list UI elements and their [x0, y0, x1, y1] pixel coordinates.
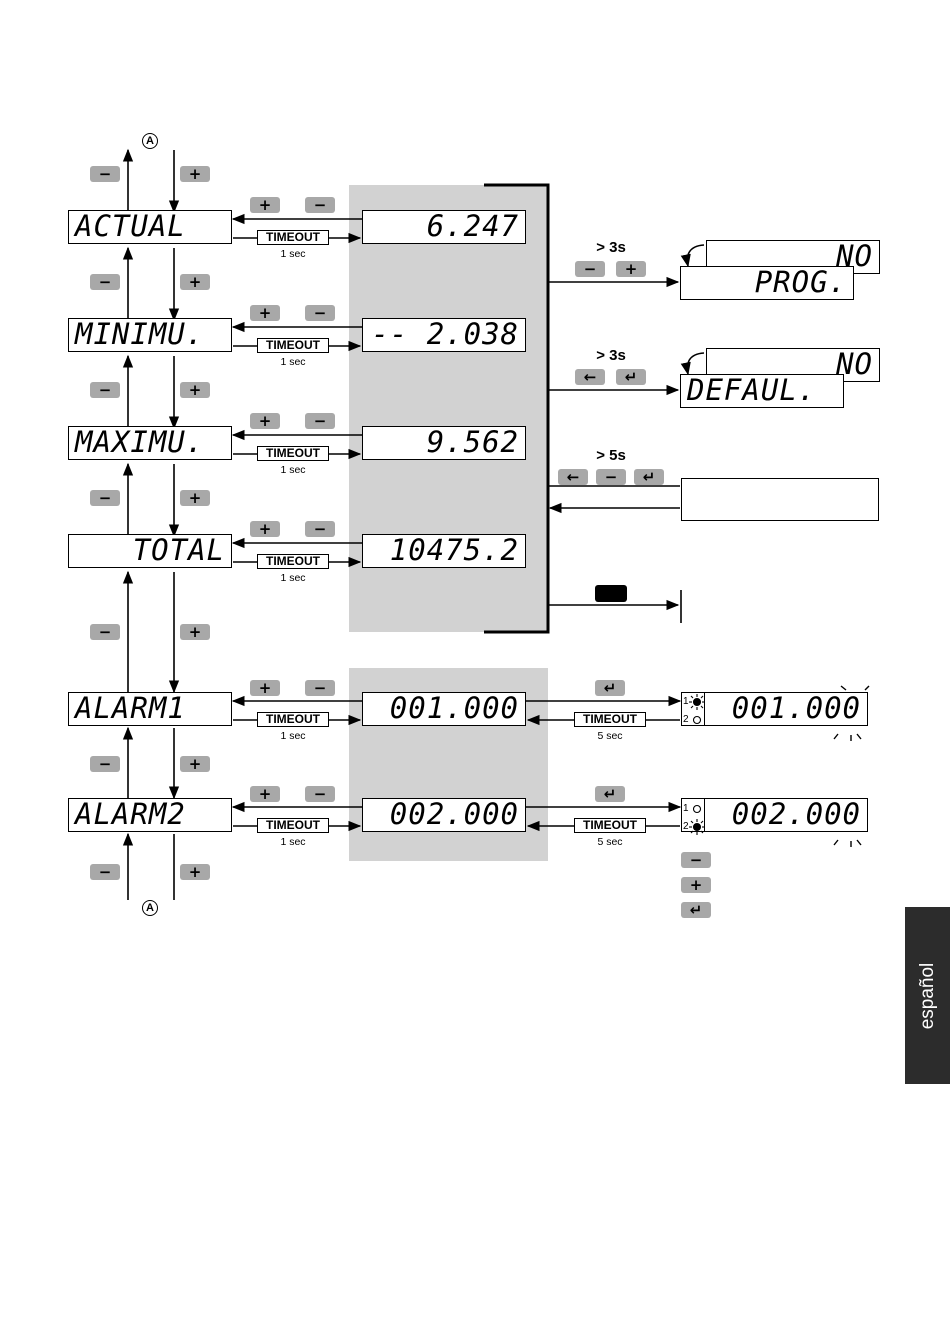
prog-display: PROG.	[680, 266, 854, 300]
hold-time-label: > 3s	[596, 347, 626, 364]
plus-button[interactable]: +	[250, 305, 280, 321]
plus-button[interactable]: +	[180, 274, 210, 290]
led-1-label: 1	[683, 803, 689, 814]
plus-button[interactable]: +	[180, 166, 210, 182]
menu-bracket	[484, 183, 550, 634]
plus-button[interactable]: +	[681, 877, 711, 893]
minus-button[interactable]: −	[90, 490, 120, 506]
timeout-box: TIMEOUT	[574, 818, 646, 833]
hold-time-label: > 5s	[596, 447, 626, 464]
plus-button[interactable]: +	[250, 521, 280, 537]
minus-button[interactable]: −	[90, 756, 120, 772]
timeout-time: 1 sec	[280, 464, 306, 476]
led-1-label: 1	[683, 696, 689, 707]
plus-button[interactable]: +	[180, 624, 210, 640]
minus-button[interactable]: −	[90, 382, 120, 398]
minus-button[interactable]: −	[681, 852, 711, 868]
black-key-button[interactable]	[595, 585, 627, 602]
minus-button[interactable]: −	[305, 197, 335, 213]
timeout-box: TIMEOUT	[257, 230, 329, 245]
minus-button[interactable]: −	[596, 469, 626, 485]
timeout-box: TIMEOUT	[257, 818, 329, 833]
led-2-label: 2	[683, 821, 689, 832]
label-display-actual: ACTUAL	[68, 210, 232, 244]
plus-button[interactable]: +	[250, 197, 280, 213]
timeout-time: 1 sec	[280, 572, 306, 584]
enter-button[interactable]: ↵	[681, 902, 711, 918]
plus-button[interactable]: +	[616, 261, 646, 277]
timeout-box: TIMEOUT	[257, 554, 329, 569]
hold-time-label: > 3s	[596, 239, 626, 256]
plus-button[interactable]: +	[180, 382, 210, 398]
timeout-time: 5 sec	[597, 836, 623, 848]
plus-button[interactable]: +	[180, 756, 210, 772]
minus-button[interactable]: −	[90, 864, 120, 880]
minus-button[interactable]: −	[305, 680, 335, 696]
left-button[interactable]: ←	[558, 469, 588, 485]
label-display-total: TOTAL	[68, 534, 232, 568]
plus-button[interactable]: +	[180, 864, 210, 880]
minus-button[interactable]: −	[90, 166, 120, 182]
enter-button[interactable]: ↵	[616, 369, 646, 385]
minus-button[interactable]: −	[90, 274, 120, 290]
enter-button[interactable]: ↵	[595, 680, 625, 696]
timeout-time: 1 sec	[280, 356, 306, 368]
timeout-time: 1 sec	[280, 730, 306, 742]
value-display-maximum: 9.562	[362, 426, 526, 460]
connector-a-top: A	[142, 133, 158, 149]
label-display-alarm2: ALARM2	[68, 798, 232, 832]
timeout-time: 5 sec	[597, 730, 623, 742]
timeout-box: TIMEOUT	[257, 712, 329, 727]
plus-button[interactable]: +	[250, 786, 280, 802]
label-display-minimum: MINIMU.	[68, 318, 232, 352]
connector-a-bottom: A	[142, 900, 158, 916]
alarm1-edit-display: 001.000	[704, 692, 868, 726]
plus-button[interactable]: +	[250, 413, 280, 429]
value-display-total: 10475.2	[362, 534, 526, 568]
reset-box	[681, 478, 879, 521]
plus-button[interactable]: +	[250, 680, 280, 696]
label-display-alarm1: ALARM1	[68, 692, 232, 726]
left-button[interactable]: ←	[575, 369, 605, 385]
timeout-box: TIMEOUT	[257, 446, 329, 461]
plus-button[interactable]: +	[180, 490, 210, 506]
value-display-alarm2: 002.000	[362, 798, 526, 832]
timeout-time: 1 sec	[280, 836, 306, 848]
label-display-maximum: MAXIMU.	[68, 426, 232, 460]
minus-button[interactable]: −	[305, 305, 335, 321]
timeout-box: TIMEOUT	[574, 712, 646, 727]
minus-button[interactable]: −	[305, 521, 335, 537]
value-display-actual: 6.247	[362, 210, 526, 244]
minus-button[interactable]: −	[575, 261, 605, 277]
language-tab: español	[905, 907, 950, 1084]
value-display-alarm1: 001.000	[362, 692, 526, 726]
timeout-time: 1 sec	[280, 248, 306, 260]
minus-button[interactable]: −	[305, 413, 335, 429]
alarm2-edit-display: 002.000	[704, 798, 868, 832]
enter-button[interactable]: ↵	[595, 786, 625, 802]
minus-button[interactable]: −	[90, 624, 120, 640]
minus-button[interactable]: −	[305, 786, 335, 802]
enter-button[interactable]: ↵	[634, 469, 664, 485]
language-tab-label: español	[916, 962, 938, 1029]
value-display-minimum: -- 2.038	[362, 318, 526, 352]
timeout-box: TIMEOUT	[257, 338, 329, 353]
defaul-display: DEFAUL.	[680, 374, 844, 408]
led-2-label: 2	[683, 714, 689, 725]
